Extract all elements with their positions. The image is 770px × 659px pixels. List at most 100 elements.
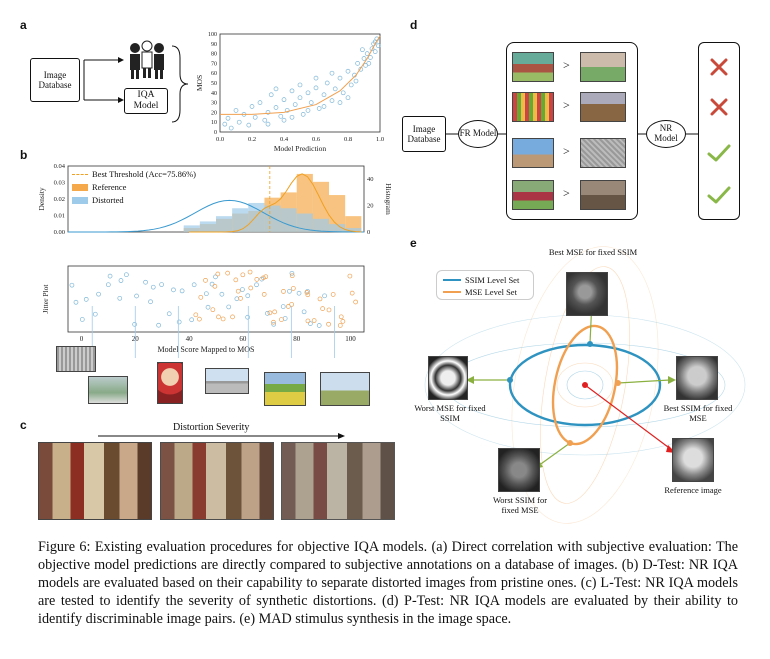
jitter-reference-point — [215, 271, 221, 277]
scatter-a-point — [364, 51, 370, 56]
jitter-reference-point — [311, 318, 317, 323]
scatter-a-point — [268, 92, 274, 98]
legend-threshold-label: Best Threshold (Acc=75.86%) — [92, 169, 197, 179]
fr-model-node: FR Model — [458, 120, 498, 148]
scatter-a-ytick: 70 — [211, 61, 217, 67]
reference-thumbnail-1 — [205, 368, 249, 394]
hist-right-tick: 20 — [367, 203, 374, 210]
scatter-a-point — [297, 82, 303, 88]
distorted-bar — [199, 221, 216, 232]
scatter-a-ytick: 10 — [211, 120, 217, 126]
jitter-distorted-point — [282, 316, 288, 321]
panel-label-d: d — [410, 18, 418, 32]
scatter-a-point — [284, 108, 290, 113]
pair3-image-b — [580, 138, 626, 168]
jitter-distorted-point — [171, 287, 176, 293]
scatter-a-point — [321, 104, 327, 109]
jitter-distorted-point — [296, 290, 302, 296]
scatter-a-point — [355, 61, 360, 66]
reference-thumbnail-2 — [264, 372, 306, 406]
level-set-legend: SSIM Level Set MSE Level Set — [436, 270, 534, 300]
jitter-reference-point — [248, 285, 254, 291]
nr-model-node: NR Model — [646, 120, 686, 148]
jitter-reference-point — [330, 292, 336, 297]
pair2-image-b — [580, 92, 626, 122]
hist-left-tick: 0.03 — [54, 180, 65, 187]
jitter-xtick: 40 — [186, 335, 194, 343]
jitter-reference-point — [304, 290, 310, 295]
best-ssim-face — [676, 356, 718, 400]
scatter-a-xtick: 1.0 — [376, 136, 384, 143]
mse-swatch — [443, 291, 461, 293]
panel-d-connectors — [446, 133, 698, 135]
scatter-a-point — [281, 97, 287, 103]
pair1-image-b — [580, 52, 626, 82]
reference-face — [672, 438, 714, 482]
scatter-a-point — [353, 78, 359, 84]
jitter-reference-point — [261, 275, 266, 281]
scatter-a-ytick: 0 — [214, 130, 217, 136]
scatter-a-point — [289, 88, 295, 94]
scatter-a-point — [329, 98, 335, 103]
iqa-model-box: IQA Model — [124, 88, 168, 114]
distortion-severity-title: Distortion Severity — [170, 422, 253, 433]
scatter-a-point — [345, 95, 351, 101]
hist-left-tick: 0.01 — [54, 213, 65, 220]
image-database-box-a: Image Database — [30, 58, 80, 102]
pair4-image-a — [512, 180, 554, 210]
reference-thumbnail-3 — [320, 372, 370, 406]
scatter-a-point — [368, 55, 373, 60]
jitter-distorted-point — [226, 304, 232, 310]
jitter-distorted-point — [179, 288, 185, 294]
reference-swatch — [72, 184, 88, 191]
jitter-distorted-point — [322, 293, 327, 299]
distorted-bar — [232, 208, 249, 232]
worst-ssim-label: Worst SSIM for fixed MSE — [492, 495, 548, 515]
legend-item-distorted: Distorted — [72, 194, 196, 207]
scatter-a-ytick: 50 — [211, 81, 217, 87]
jitter-distorted-point — [308, 321, 313, 326]
scatter-a-point — [300, 112, 306, 117]
distorted-bar — [345, 228, 362, 232]
scatter-a-point — [222, 121, 228, 127]
jitter-xtick: 60 — [239, 335, 247, 343]
distorted-bar — [216, 216, 233, 232]
scatter-a-point — [361, 56, 367, 61]
jitter-reference-point — [220, 316, 226, 322]
jitter-xlabel: Model Score Mapped to MOS — [158, 345, 255, 354]
legend-item-ssim: SSIM Level Set — [443, 274, 527, 286]
worst-mse-face — [428, 356, 468, 400]
jitter-distorted-point — [316, 323, 322, 328]
distorted-thumbnail-3 — [157, 362, 183, 404]
scatter-a-point — [316, 106, 322, 111]
jitter-reference-point — [230, 314, 235, 320]
jitter-distorted-point — [301, 309, 307, 315]
jitter-reference-point — [326, 321, 331, 327]
jitter-distorted-point — [271, 321, 277, 327]
scatter-a-ytick: 100 — [208, 32, 217, 38]
mad-synthesis-diagram — [424, 246, 746, 524]
jitter-reference-point — [285, 304, 291, 309]
scatter-a-xtick: 0.2 — [248, 136, 256, 143]
jitter-reference-point — [305, 318, 311, 324]
jitter-distorted-point — [280, 304, 286, 309]
jitter-reference-point — [353, 299, 358, 305]
distorted-thumbnail-1 — [56, 346, 96, 372]
jitter-reference-point — [305, 292, 311, 298]
check-icon-1 — [707, 144, 731, 162]
jitter-distorted-point — [159, 282, 164, 287]
scatter-a-point — [313, 75, 319, 81]
best-mse-label: Best MSE for fixed SSIM — [548, 247, 638, 257]
hist-left-tick: 0.04 — [54, 163, 66, 170]
building-image-level-1 — [38, 442, 152, 520]
distorted-bar — [329, 224, 346, 232]
jitter-reference-point — [340, 319, 346, 324]
nr-model-label: NR Model — [654, 123, 678, 143]
jitter-reference-point — [347, 273, 353, 279]
jitter-distorted-point — [124, 272, 129, 278]
scatter-a-point — [249, 104, 255, 109]
scatter-a-point — [308, 100, 314, 105]
jitter-reference-point — [271, 319, 276, 325]
scatter-a-point — [337, 75, 343, 81]
